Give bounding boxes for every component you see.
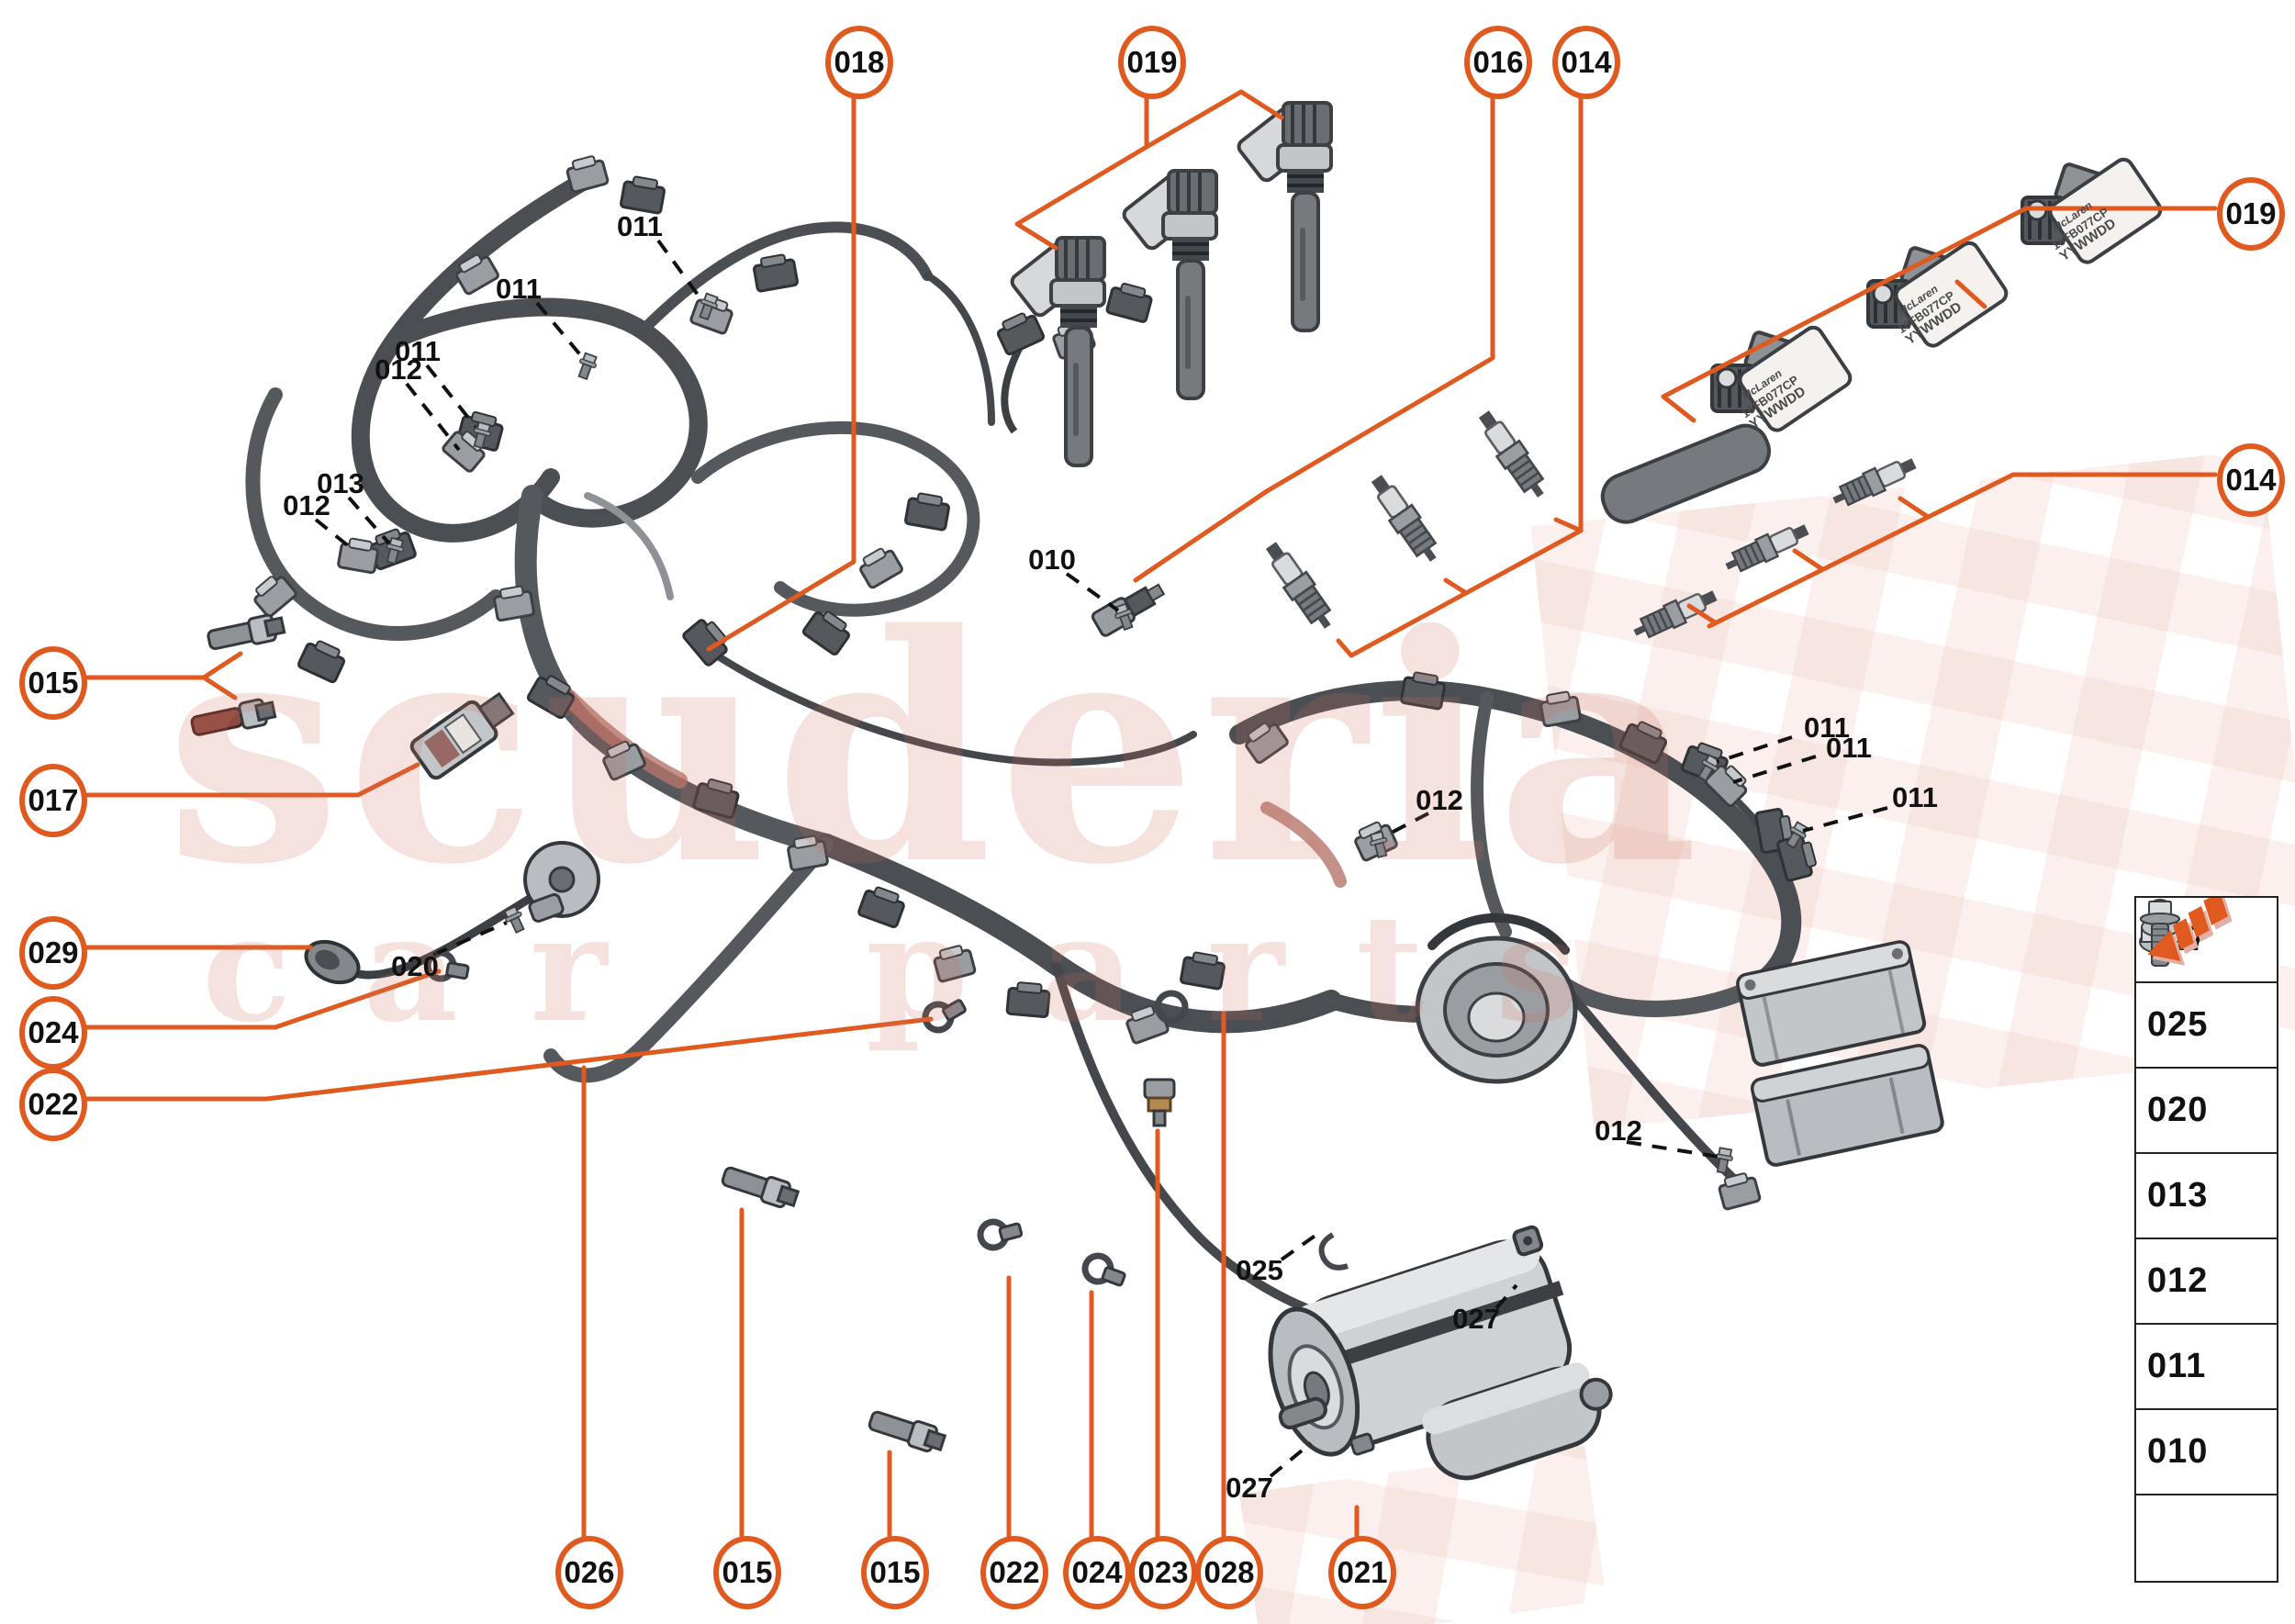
bolt-label-013: 013 (317, 467, 364, 499)
brand-arrow-logo-icon (2147, 898, 2233, 966)
bolt-label-012-d: 012 (1595, 1114, 1642, 1147)
callout-026[interactable]: 026 (555, 1536, 623, 1609)
wire-clamp-022 (978, 1215, 1024, 1250)
ignition-coil-group-right (1600, 153, 2166, 524)
callout-leader-lines (76, 85, 2218, 1539)
watermark-brand-text: scuderia (165, 567, 1705, 934)
o-ring-028 (1154, 990, 1189, 1025)
screw-label-027-b: 027 (1226, 1472, 1273, 1504)
callout-021[interactable]: 021 (1328, 1536, 1396, 1609)
callout-022-bottom[interactable]: 022 (980, 1536, 1048, 1609)
fastener-legend-table: 027 025 020 013 012 011 010 (2134, 896, 2278, 1583)
ecu-module-stack (1318, 940, 1944, 1271)
harness-clip-025-target (1318, 1232, 1349, 1271)
callout-019-top[interactable]: 019 (1118, 26, 1186, 99)
camshaft-sensor-bottom-2 (866, 1406, 948, 1457)
camshaft-sensor-red (190, 698, 277, 736)
callout-024-left[interactable]: 024 (19, 996, 87, 1070)
legend-row-020[interactable]: 020 (2136, 901, 2277, 1154)
oil-pressure-sensor-023 (1143, 1078, 1176, 1127)
legend-row-025[interactable]: 025 (2136, 917, 2277, 1069)
ignition-coil-group-top (1007, 101, 1333, 467)
callout-022-left[interactable]: 022 (19, 1068, 87, 1141)
clip-024 (1081, 1252, 1128, 1290)
legend-row-010[interactable]: 010 (2136, 901, 2277, 1495)
callout-014-right[interactable]: 014 (2217, 443, 2285, 517)
engine-wiring-harness-right (1051, 680, 1802, 1327)
callout-017[interactable]: 017 (19, 764, 87, 837)
bolt-label-011-e: 011 (1825, 732, 1873, 764)
legend-row-011[interactable]: 011 (2136, 901, 2277, 1410)
bolt-label-010: 010 (1028, 543, 1076, 576)
bolt-label-011-c: 011 (394, 335, 442, 367)
bolt-label-020: 020 (391, 950, 439, 982)
bolt-label-011-b: 011 (495, 273, 543, 305)
callout-018[interactable]: 018 (825, 26, 893, 99)
callout-015-left[interactable]: 015 (19, 646, 87, 720)
callout-015-bottom-1[interactable]: 015 (713, 1536, 781, 1609)
bolt-label-012-c: 012 (1416, 784, 1463, 816)
bolt-label-011-d: 011 (1803, 711, 1851, 744)
legend-row-logo (2136, 898, 2277, 1581)
camshaft-sensor-bottom-1 (719, 1161, 801, 1213)
engine-wiring-harness-left (245, 170, 1342, 1083)
bolt-label-011-f: 011 (1891, 781, 1939, 813)
callout-023[interactable]: 023 (1129, 1536, 1197, 1609)
callout-014-top[interactable]: 014 (1552, 26, 1620, 99)
nut-label-025: 025 (1236, 1254, 1283, 1286)
callout-028[interactable]: 028 (1195, 1536, 1263, 1609)
callout-019-right[interactable]: 019 (2217, 177, 2285, 251)
map-sensor-017 (409, 691, 515, 780)
bolt-label-011-a: 011 (616, 210, 664, 242)
callout-016[interactable]: 016 (1464, 26, 1532, 99)
watermark-subtext: car parts (202, 882, 1650, 1055)
dashed-reference-lines (314, 239, 1888, 1478)
callout-015-bottom-2[interactable]: 015 (861, 1536, 929, 1609)
legend-row-012[interactable]: 012 (2136, 901, 2277, 1325)
legend-row-013[interactable]: 013 (2136, 901, 2277, 1239)
starter-motor (1268, 1225, 1613, 1481)
screw-label-027-a: 027 (1452, 1303, 1500, 1335)
pigtail-sensor (992, 308, 1047, 434)
bolt-label-012-a: 012 (375, 353, 422, 386)
bolt-label-012-b: 012 (283, 489, 330, 521)
callout-029[interactable]: 029 (19, 916, 87, 990)
callout-024-bottom[interactable]: 024 (1063, 1536, 1131, 1609)
